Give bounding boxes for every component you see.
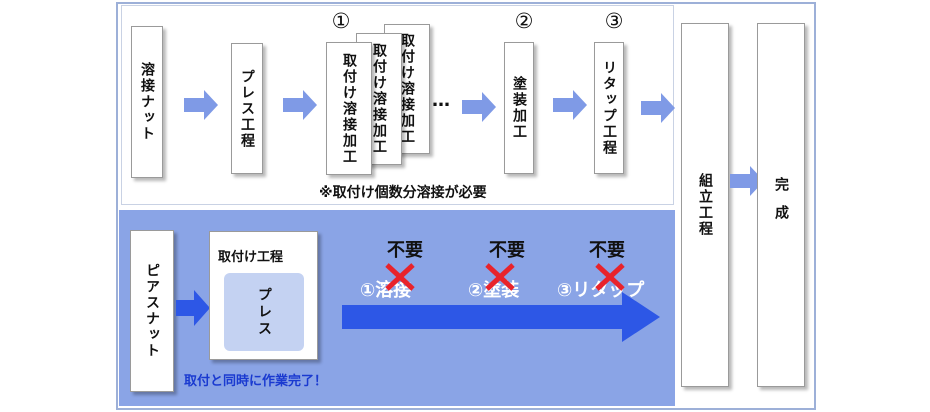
weld-count-note: ※取付け個数分溶接が必要: [319, 185, 487, 201]
painting-label: 塗装加工: [511, 76, 527, 140]
assembly-box: 組立工程: [681, 23, 729, 387]
pierce-nut-box: ピアスナット: [130, 230, 174, 392]
cross-3-icon: [595, 263, 625, 291]
weld-nut-label: 溶接ナット: [139, 62, 155, 142]
painting-box: 塗装加工: [504, 42, 534, 174]
arrow-6-icon: [730, 166, 764, 196]
cross-1-icon: [385, 263, 415, 291]
weld-card-front-label: 取付け溶接加工: [341, 52, 357, 165]
unneeded-1-label: 不要: [387, 240, 423, 261]
assembly-label: 組立工程: [697, 173, 713, 237]
step-3-number: ③: [604, 9, 624, 33]
arrow-4-icon: [553, 90, 587, 120]
attach-step-box: 取付け工程 プレス: [209, 231, 318, 360]
press-inner-label: プレス: [256, 286, 272, 338]
weld-card-front: 取付け溶接加工: [326, 42, 372, 175]
weld-card-middle-label: 取付け溶接加工: [371, 43, 387, 155]
unneeded-3-label: 不要: [589, 240, 625, 261]
skipped-welding-label: ①溶接: [360, 280, 412, 301]
weld-nut-box: 溶接ナット: [131, 26, 163, 178]
pierce-nut-label: ピアスナット: [144, 263, 160, 359]
retap-box: リタップ工程: [594, 42, 624, 174]
attach-step-title: 取付け工程: [218, 250, 284, 265]
arrow-5-icon: [641, 93, 675, 123]
big-skip-arrow-icon: [342, 292, 660, 342]
step-2-number: ②: [514, 9, 534, 33]
arrow-3-icon: [462, 92, 496, 122]
ellipsis: …: [432, 90, 452, 111]
arrow-2-icon: [283, 90, 317, 120]
complete-box: 完成: [757, 23, 805, 387]
weld-card-back-label: 取付け溶接加工: [399, 33, 415, 145]
cross-2-icon: [485, 263, 515, 291]
complete-caption: 取付と同時に作業完了！: [184, 374, 328, 389]
unneeded-2-label: 不要: [489, 240, 525, 261]
retap-label: リタップ工程: [601, 60, 617, 156]
complete-label: 完成: [773, 177, 789, 233]
press-inner-box: プレス: [224, 273, 304, 351]
press-step-label: プレス工程: [239, 68, 255, 149]
press-step-box: プレス工程: [231, 43, 263, 174]
arrow-1-icon: [184, 90, 218, 120]
arrow-7-icon: [176, 290, 210, 326]
step-1-number: ①: [331, 9, 351, 33]
